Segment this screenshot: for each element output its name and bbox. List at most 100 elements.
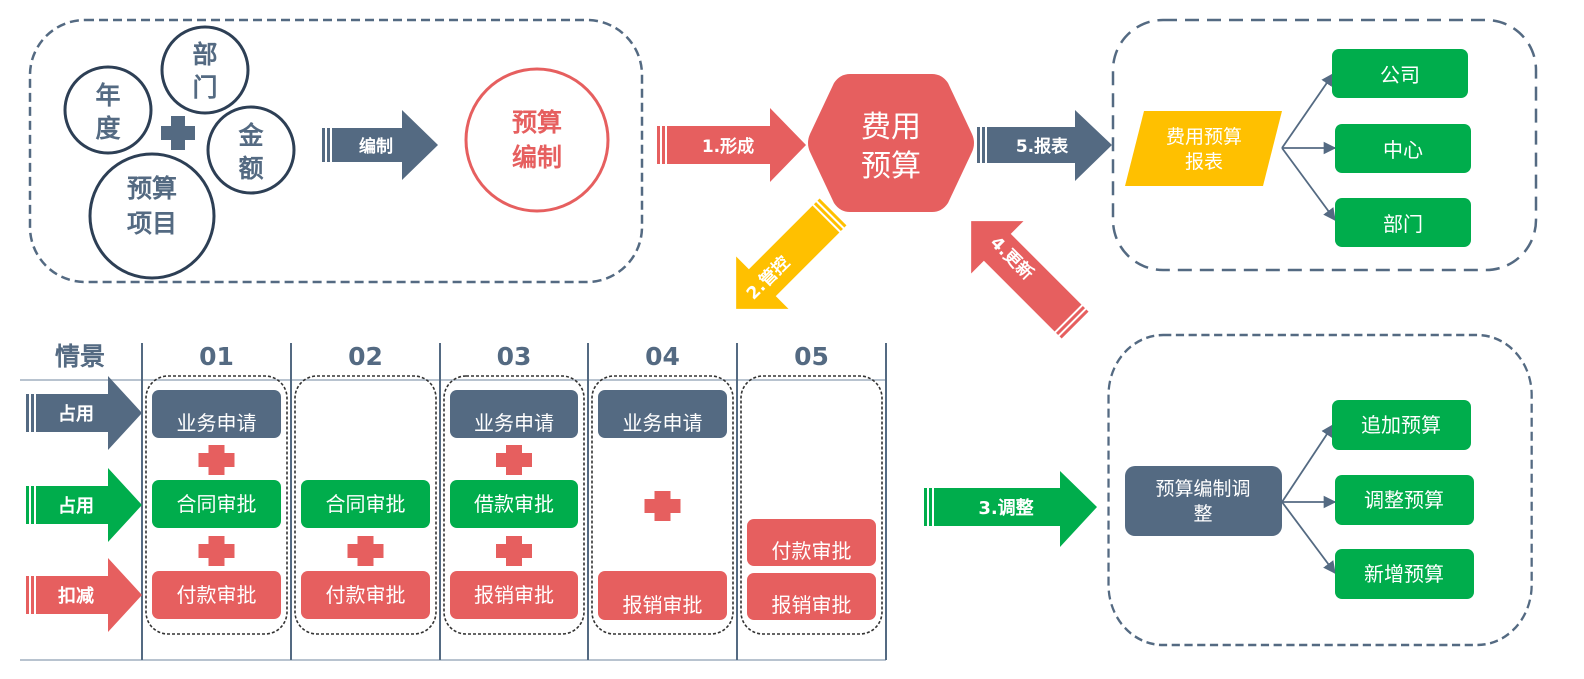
scenario-cell: 合同审批 [301,480,430,528]
hub-line2: 预算 [861,149,921,184]
budget-compile-circle: 预算 编制 [464,67,610,213]
circle-amount: 金 额 [206,105,296,195]
plus-icon [496,445,532,475]
column-header: 04 [645,342,680,371]
scenario-cell-label: 借款审批 [474,492,554,516]
scenario-cell-label: 付款审批 [177,583,257,607]
circle-budget-item: 预算 项目 [88,152,216,280]
scenario-cell-label: 报销审批 [474,583,554,607]
adjust-target-label: 新增预算 [1364,562,1444,586]
adjust-target-modify: 调整预算 [1335,475,1474,525]
scenario-cell-label: 业务申请 [474,411,554,435]
expense-report-line1: 费用预算 [1166,126,1242,148]
report-target-department: 部门 [1335,198,1471,247]
scenario-cell: 业务申请 [450,390,578,438]
circle-budget-item-line1: 预算 [127,174,177,203]
report-arrow: 5.报表 [977,110,1112,181]
adjust-source-node: 预算编制调 整 [1125,466,1282,536]
circle-year-line1: 年 [95,81,120,110]
scenario-cell-label: 付款审批 [326,583,406,607]
circle-department: 部 门 [160,25,250,115]
scenario-cell-label: 付款审批 [772,539,852,563]
adjust-target-label: 追加预算 [1361,413,1441,437]
scenario-cell: 业务申请 [152,390,281,438]
scenario-cell: 借款审批 [450,480,578,528]
column-header: 02 [348,342,383,371]
control-arrow [736,198,847,309]
form-arrow: 1.形成 [657,108,806,182]
circle-year: 年 度 [63,65,153,155]
report-target-company: 公司 [1332,49,1468,98]
scenario-header-label: 情景 [55,342,105,371]
scenario-cell: 合同审批 [152,480,281,528]
scenario-cell: 付款审批 [301,571,430,619]
expense-report-line2: 报表 [1185,151,1223,173]
column-group-border [443,375,585,635]
column-header: 01 [199,342,234,371]
adjust-source-line2: 整 [1193,503,1212,525]
scenario-cell: 报销审批 [598,571,727,620]
scenario-cell: 业务申请 [598,390,727,438]
plus-icon [496,536,532,566]
scenario-cell: 付款审批 [747,519,876,566]
adjust-target-add: 追加预算 [1332,400,1471,450]
column-header: 03 [497,342,532,371]
circle-budget-item-line2: 项目 [127,209,177,238]
connector [1281,501,1336,575]
compile-arrow-label: 编制 [359,136,393,157]
row-arrow-label: 占用 [58,495,94,517]
hub-line1: 费用 [861,110,921,145]
connector [1281,72,1334,149]
scenario-cell-label: 报销审批 [623,593,703,617]
circle-department-line1: 部 [192,40,217,69]
adjust-target-label: 调整预算 [1364,488,1444,512]
update-arrow [971,221,1089,339]
column-dividers [141,343,887,660]
row-arrow-0: 占用 [26,376,142,450]
circle-department-line2: 门 [192,73,217,102]
report-target-center: 中心 [1335,124,1471,173]
circle-year-line2: 度 [95,114,120,143]
plus-icon [644,491,681,521]
adjust-panel-dashed-border [1107,333,1533,647]
compile-panel-border [28,18,644,284]
row-arrow-2: 扣减 [26,558,142,632]
scenario-cell-label: 业务申请 [177,411,257,435]
report-target-label: 部门 [1383,212,1423,236]
circle-amount-line2: 额 [238,154,263,183]
adjust-source-line1: 预算编制调 [1155,478,1250,500]
compile-arrow: 编制 [322,110,438,180]
plus-icon [161,116,195,150]
scenario-cell-label: 业务申请 [623,411,703,435]
plus-icon [347,536,384,566]
column-groups: 业务申请合同审批付款审批合同审批付款审批业务申请借款审批报销审批业务申请报销审批… [145,375,883,635]
connector [1281,147,1336,222]
scenario-cell: 报销审批 [747,573,876,620]
budget-compile-line1: 预算 [512,108,562,137]
report-target-label: 中心 [1383,138,1423,162]
scenario-cell: 付款审批 [152,571,281,619]
circle-amount-line1: 金 [237,121,264,150]
scenario-cell-label: 合同审批 [326,492,406,516]
report-panel-border [1111,18,1538,272]
adjust-arrow: 3.调整 [924,471,1097,547]
expense-budget-hub: 费用 预算 [808,74,974,212]
plus-icon [198,445,235,475]
adjust-arrow-label: 3.调整 [978,497,1033,519]
row-arrow-1: 占用 [26,468,142,542]
scenario-cell-label: 报销审批 [772,593,852,617]
budget-compile-line2: 编制 [512,143,562,172]
row-arrow-label: 扣减 [58,585,94,607]
report-target-label: 公司 [1380,63,1420,87]
adjust-target-new: 新增预算 [1335,549,1474,599]
scenario-cell: 报销审批 [450,571,578,619]
scenario-cell-label: 合同审批 [177,492,257,516]
